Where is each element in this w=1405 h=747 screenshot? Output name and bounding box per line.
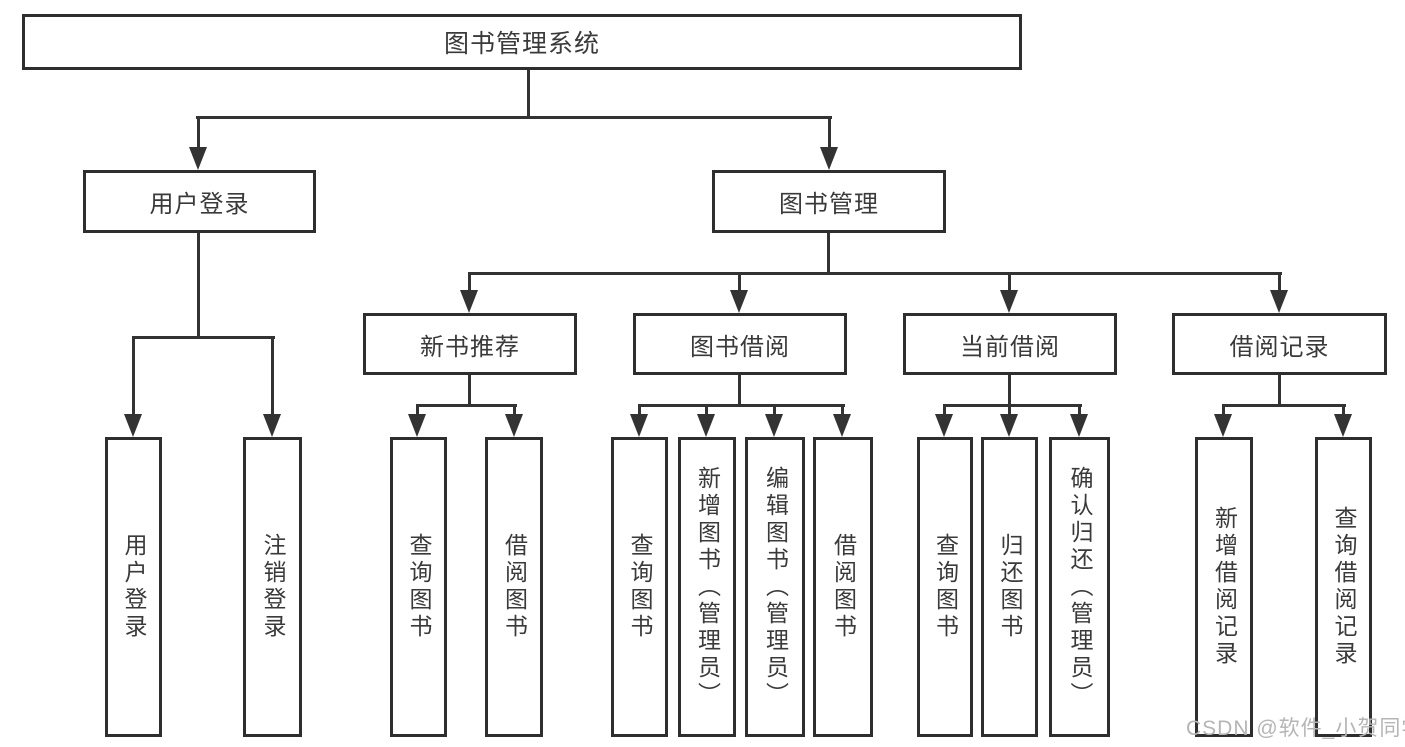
leaf-label: 借阅图书 — [830, 533, 857, 641]
connector-line — [943, 406, 946, 418]
connector-line — [271, 338, 274, 418]
connector-line — [1078, 406, 1081, 418]
connector-line — [638, 404, 845, 407]
connector-line — [1008, 274, 1011, 293]
leaf-label: 查询图书 — [406, 533, 432, 641]
node-borrowing-records: 借阅记录 — [1172, 313, 1387, 375]
leaf-label: 借阅图书 — [501, 533, 528, 641]
leaf-add-book-admin: 新增图书（管理员） — [678, 437, 736, 737]
connector-line — [527, 70, 530, 119]
arrow-down-icon — [189, 147, 207, 170]
connector-line — [1008, 375, 1011, 406]
leaf-label: 查询图书 — [627, 533, 653, 641]
arrow-down-icon — [730, 290, 748, 313]
leaf-edit-book-admin: 编辑图书（管理员） — [745, 437, 805, 737]
arrow-down-icon — [1000, 414, 1018, 437]
connector-line — [513, 406, 516, 418]
leaf-confirm-return-admin: 确认归还（管理员） — [1049, 437, 1110, 737]
arrow-down-icon — [263, 414, 281, 437]
connector-line — [132, 338, 135, 418]
leaf-label: 编辑图书（管理员） — [762, 465, 789, 709]
connector-line — [197, 118, 200, 151]
connector-line — [197, 233, 200, 339]
connector-line — [773, 406, 776, 418]
leaf-add-borrow-record: 新增借阅记录 — [1195, 437, 1253, 737]
node-label: 用户登录 — [149, 191, 250, 218]
leaf-label: 归还图书 — [997, 533, 1023, 641]
connector-line — [638, 406, 641, 418]
leaf-label: 查询借阅记录 — [1331, 506, 1357, 668]
node-label: 图书管理 — [779, 191, 879, 218]
connector-line — [1008, 406, 1011, 418]
arrow-down-icon — [1270, 290, 1288, 313]
leaf-label: 确认归还（管理员） — [1067, 465, 1093, 709]
connector-line — [705, 406, 708, 418]
connector-line — [738, 274, 741, 293]
arrow-down-icon — [820, 147, 838, 170]
arrow-down-icon — [124, 414, 142, 437]
connector-line — [416, 406, 419, 418]
node-book-management: 图书管理 — [712, 170, 946, 233]
arrow-down-icon — [833, 414, 851, 437]
connector-line — [1222, 406, 1225, 418]
leaf-borrow-books-recommend: 借阅图书 — [485, 437, 543, 737]
arrow-down-icon — [630, 414, 648, 437]
node-label: 新书推荐 — [420, 333, 520, 361]
connector-line — [828, 118, 831, 151]
arrow-down-icon — [1334, 414, 1352, 437]
arrow-down-icon — [935, 414, 953, 437]
leaf-label: 查询图书 — [932, 533, 959, 641]
leaf-logout: 注销登录 — [243, 437, 302, 737]
leaf-borrow-books-borrowing: 借阅图书 — [813, 437, 873, 737]
arrow-down-icon — [765, 414, 783, 437]
node-book-borrowing: 图书借阅 — [633, 313, 847, 375]
node-library-management-system: 图书管理系统 — [22, 14, 1022, 70]
connector-line — [416, 404, 517, 407]
leaf-label: 用户登录 — [121, 533, 147, 641]
connector-line — [1222, 404, 1346, 407]
node-label: 当前借阅 — [960, 333, 1060, 361]
connector-line — [132, 336, 275, 339]
arrow-down-icon — [1070, 414, 1088, 437]
connector-line — [1278, 375, 1281, 406]
node-label: 图书管理系统 — [443, 30, 600, 58]
leaf-query-books-current: 查询图书 — [917, 437, 973, 737]
leaf-query-borrow-record: 查询借阅记录 — [1315, 437, 1372, 737]
connector-line — [468, 272, 1282, 275]
arrow-down-icon — [408, 414, 426, 437]
node-new-book-recommend: 新书推荐 — [363, 313, 577, 375]
csdn-watermark: CSDN @软件_小贺同学 — [1186, 717, 1405, 740]
leaf-query-books-recommend: 查询图书 — [390, 437, 447, 737]
node-label: 图书借阅 — [690, 333, 790, 361]
leaf-label: 注销登录 — [260, 533, 286, 641]
arrow-down-icon — [1000, 290, 1018, 313]
connector-line — [196, 116, 832, 119]
connector-line — [738, 375, 741, 406]
leaf-user-login: 用户登录 — [105, 437, 162, 737]
arrow-down-icon — [460, 290, 478, 313]
arrow-down-icon — [1214, 414, 1232, 437]
node-current-borrowing: 当前借阅 — [903, 313, 1117, 375]
leaf-label: 新增借阅记录 — [1211, 506, 1238, 668]
arrow-down-icon — [505, 414, 523, 437]
node-label: 借阅记录 — [1229, 333, 1330, 361]
connector-line — [468, 274, 471, 293]
leaf-return-books: 归还图书 — [981, 437, 1038, 737]
connector-line — [1342, 406, 1345, 418]
node-user-login: 用户登录 — [83, 170, 316, 233]
connector-line — [943, 404, 1082, 407]
connector-line — [827, 233, 830, 274]
leaf-label: 新增图书（管理员） — [694, 465, 721, 709]
arrow-down-icon — [697, 414, 715, 437]
leaf-query-books-borrowing: 查询图书 — [611, 437, 668, 737]
connector-line — [841, 406, 844, 418]
connector-line — [1278, 274, 1281, 293]
connector-line — [468, 375, 471, 406]
